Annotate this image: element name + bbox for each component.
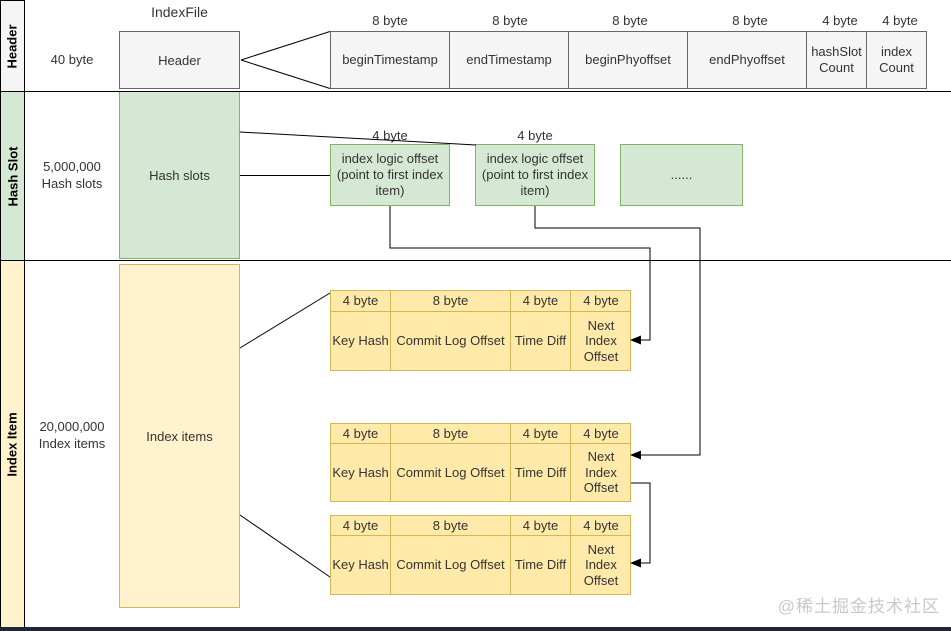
cell-time-diff: Time Diff xyxy=(511,444,571,501)
hash-slot-size-label: 4 byte xyxy=(372,127,408,143)
size-label: 8 byte xyxy=(732,12,768,28)
size-cell: 4 byte xyxy=(511,424,571,444)
field-hashslot-count: hashSlot Count xyxy=(806,31,867,89)
band-index-item: Index Item xyxy=(0,260,25,628)
header-field-row: beginTimestamp endTimestamp beginPhyoffs… xyxy=(330,31,927,89)
cell-next-index-offset: Next Index Offset xyxy=(583,449,619,496)
arrowhead-item1 xyxy=(630,335,641,345)
size-label: 4 byte xyxy=(882,12,918,28)
cell-commit-log-offset: Commit Log Offset xyxy=(391,444,511,501)
band-hash-slot: Hash Slot xyxy=(0,91,25,261)
size-cell: 4 byte xyxy=(571,424,631,444)
band-header: Header xyxy=(0,0,25,92)
cell-next-index-offset: Next Index Offset xyxy=(583,317,619,364)
field-begin-timestamp: beginTimestamp xyxy=(330,31,450,89)
arrowhead-item2 xyxy=(630,450,641,460)
size-cell: 4 byte xyxy=(511,516,571,536)
cell-key-hash: Key Hash xyxy=(331,444,391,501)
cell-commit-log-offset: Commit Log Offset xyxy=(391,536,511,594)
cell-next-index-offset: Next Index Offset xyxy=(583,541,619,588)
size-cell: 4 byte xyxy=(331,291,391,312)
size-cell: 4 byte xyxy=(571,291,631,312)
size-cell: 4 byte xyxy=(331,424,391,444)
band-index-item-label: Index Item xyxy=(5,411,21,477)
hash-slot-cell-ellipsis: ...... xyxy=(620,144,743,206)
size-cell: 8 byte xyxy=(391,516,511,536)
index-items-box: Index items xyxy=(119,264,240,608)
cell-key-hash: Key Hash xyxy=(331,536,391,594)
index-item-table-2: 4 byte 8 byte 4 byte 4 byte Key Hash Com… xyxy=(330,423,631,502)
field-end-timestamp: endTimestamp xyxy=(449,31,569,89)
cell-key-hash: Key Hash xyxy=(331,312,391,370)
field-begin-phyoffset: beginPhyoffset xyxy=(568,31,688,89)
cell-time-diff: Time Diff xyxy=(511,536,571,594)
chevron-top xyxy=(240,31,331,61)
band-hash-slot-label: Hash Slot xyxy=(5,146,20,206)
index-item-table-3: 4 byte 8 byte 4 byte 4 byte Key Hash Com… xyxy=(330,515,631,595)
arrowhead-item3 xyxy=(630,558,641,568)
connector-item2-to-item3 xyxy=(631,482,651,564)
hash-slot-cell-1: index logic offset (point to first index… xyxy=(330,144,450,206)
size-cell: 8 byte xyxy=(391,424,511,444)
watermark: @稀土掘金技术社区 xyxy=(777,597,940,616)
bottom-bar xyxy=(0,627,951,631)
field-index-count: index Count xyxy=(866,31,927,89)
line-indexitems-to-table1 xyxy=(239,292,331,349)
size-cell: 4 byte xyxy=(571,516,631,536)
size-cell: 8 byte xyxy=(391,291,511,312)
band-header-label: Header xyxy=(5,23,21,69)
size-cell: 4 byte xyxy=(511,291,571,312)
chevron-bottom xyxy=(240,59,331,89)
size-label: 4 byte xyxy=(822,12,858,28)
hash-slot-count-label: 5,000,000 Hash slots xyxy=(41,159,103,191)
hash-slot-size-label: 4 byte xyxy=(517,127,553,143)
size-label: 8 byte xyxy=(492,12,528,28)
header-size-label: 40 byte xyxy=(50,51,94,67)
size-label: 8 byte xyxy=(372,12,408,28)
hash-slot-cell-2: index logic offset (point to first index… xyxy=(475,144,595,206)
line-indexitems-to-table3 xyxy=(239,514,331,578)
header-field-size-row: 8 byte 8 byte 8 byte 8 byte 4 byte 4 byt… xyxy=(330,12,930,28)
hash-slots-box: Hash slots xyxy=(119,91,240,259)
index-item-table-1: 4 byte 8 byte 4 byte 4 byte Key Hash Com… xyxy=(330,290,631,371)
size-label: 8 byte xyxy=(612,12,648,28)
size-cell: 4 byte xyxy=(331,516,391,536)
header-box: Header xyxy=(119,31,240,89)
cell-time-diff: Time Diff xyxy=(511,312,571,370)
diagram-title: IndexFile xyxy=(151,4,208,20)
field-end-phyoffset: endPhyoffset xyxy=(687,31,807,89)
cell-commit-log-offset: Commit Log Offset xyxy=(391,312,511,370)
index-item-count-label: 20,000,000 Index items xyxy=(38,419,106,451)
